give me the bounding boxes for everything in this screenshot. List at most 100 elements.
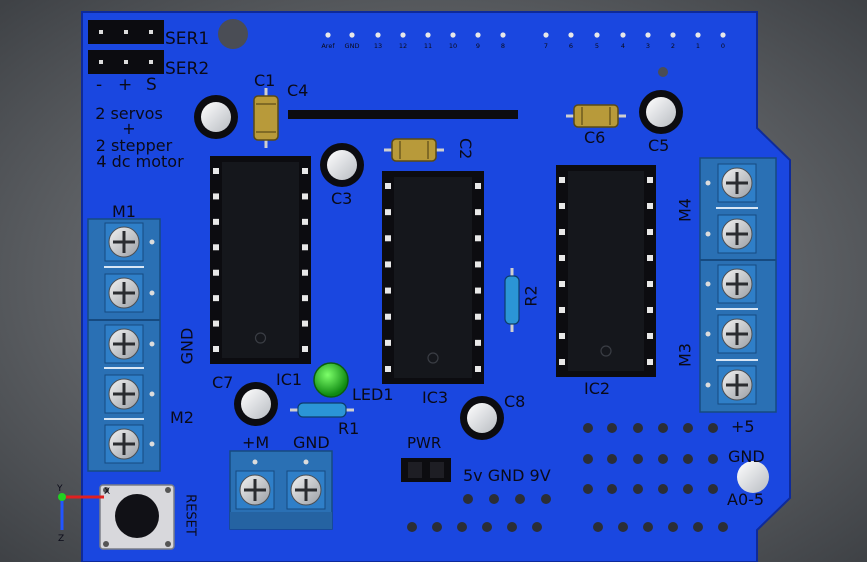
pad — [658, 454, 668, 464]
label-ic2: IC2 — [584, 379, 610, 398]
ic3-chip — [382, 171, 484, 384]
description-line-3: 2 stepper — [96, 136, 173, 155]
terminal-base — [230, 512, 332, 529]
ic-pin — [302, 295, 308, 302]
pad — [583, 454, 593, 464]
header-pin-label: 4 — [621, 42, 625, 50]
ic-pin — [475, 209, 481, 216]
label-c5: C5 — [648, 136, 669, 155]
header-pin — [645, 32, 651, 38]
ic-pin — [475, 287, 481, 294]
pad — [708, 484, 718, 494]
label-c7: C7 — [212, 373, 233, 392]
pad — [593, 522, 603, 532]
pad — [607, 454, 617, 464]
ic-pin — [647, 359, 653, 365]
ic-pin — [385, 366, 391, 372]
pad — [708, 454, 718, 464]
terminal-pin — [705, 281, 711, 287]
description-line-1: 2 servos — [95, 104, 163, 123]
header-pin-label: 2 — [671, 42, 675, 50]
ic-pin — [213, 320, 219, 327]
resistor-r1 — [290, 402, 354, 418]
ic-pin — [475, 339, 481, 346]
label-m2: M2 — [170, 408, 194, 427]
pad-grid-right — [583, 423, 718, 494]
label-ser1: SER1 — [165, 29, 209, 49]
ic-pin — [559, 255, 565, 261]
pad — [683, 484, 693, 494]
ic-pin — [559, 203, 565, 209]
pad-row-bottom — [407, 494, 728, 532]
header-pin — [594, 32, 600, 38]
label-led1: LED1 — [352, 385, 394, 404]
pad — [489, 494, 499, 504]
ic-body — [568, 171, 644, 371]
header-pin-label: 7 — [544, 42, 548, 50]
label-c4: C4 — [287, 81, 308, 100]
terminal-pin — [705, 382, 711, 388]
header-pin-label: Aref — [321, 42, 335, 50]
ic-pin — [302, 218, 308, 225]
axis-label-x: X — [104, 487, 110, 497]
label-m1: M1 — [112, 202, 136, 221]
pad — [507, 522, 517, 532]
header-pin — [425, 32, 431, 38]
axis-label-z: Z — [58, 534, 64, 544]
pad — [633, 484, 643, 494]
terminal-pin — [149, 341, 155, 347]
header-pin — [670, 32, 676, 38]
header-pin — [375, 32, 381, 38]
ic-pin — [302, 269, 308, 276]
header-pin — [400, 32, 406, 38]
capacitor-c1 — [253, 88, 279, 148]
pad — [618, 522, 628, 532]
ic-pin — [475, 235, 481, 242]
pad — [633, 454, 643, 464]
ic-pin — [647, 281, 653, 287]
header-pin-label: 12 — [399, 42, 407, 50]
capacitor-c8 — [460, 396, 504, 440]
label-a0-5: A0-5 — [727, 490, 764, 509]
terminal-pin — [705, 180, 711, 186]
ic-pin — [213, 346, 219, 352]
pad — [658, 423, 668, 433]
ic-dot — [254, 332, 267, 344]
pad — [683, 423, 693, 433]
terminal-pin — [303, 459, 309, 465]
ic-pin — [385, 209, 391, 216]
pad — [633, 423, 643, 433]
ic-pin — [213, 168, 219, 174]
header-pin — [349, 32, 355, 38]
ic-pin — [385, 287, 391, 294]
ic1-chip — [210, 156, 311, 364]
pad — [463, 494, 473, 504]
ic-pin — [647, 177, 653, 183]
ic-pin — [385, 339, 391, 346]
label-ic3: IC3 — [422, 388, 448, 407]
ic-pin — [559, 229, 565, 235]
header-pin — [475, 32, 481, 38]
description-line-4: 4 dc motor — [96, 152, 184, 171]
label-pwr-values: 5v GND 9V — [463, 466, 551, 485]
label-gnd-bottom: GND — [293, 433, 330, 452]
pad — [658, 484, 668, 494]
ic-pin — [213, 193, 219, 200]
label-ser2: SER2 — [165, 59, 209, 79]
ic-dot — [427, 352, 439, 364]
small-pad — [658, 67, 668, 77]
header-pin-label: 6 — [569, 42, 573, 50]
ic2-chip — [556, 165, 656, 377]
ic-pin — [302, 193, 308, 200]
header-pin-label: 9 — [476, 42, 480, 50]
terminal-pin — [149, 441, 155, 447]
terminal-block-left — [87, 218, 161, 472]
ic-pin — [213, 244, 219, 251]
axis-label-y: Y — [56, 484, 63, 494]
ic-dot — [600, 345, 612, 357]
label-pwr: PWR — [407, 434, 441, 452]
ic-pin — [475, 313, 481, 320]
label-servo-plus: + — [118, 75, 132, 95]
label-r1: R1 — [338, 419, 359, 438]
terminal-pin — [705, 331, 711, 337]
